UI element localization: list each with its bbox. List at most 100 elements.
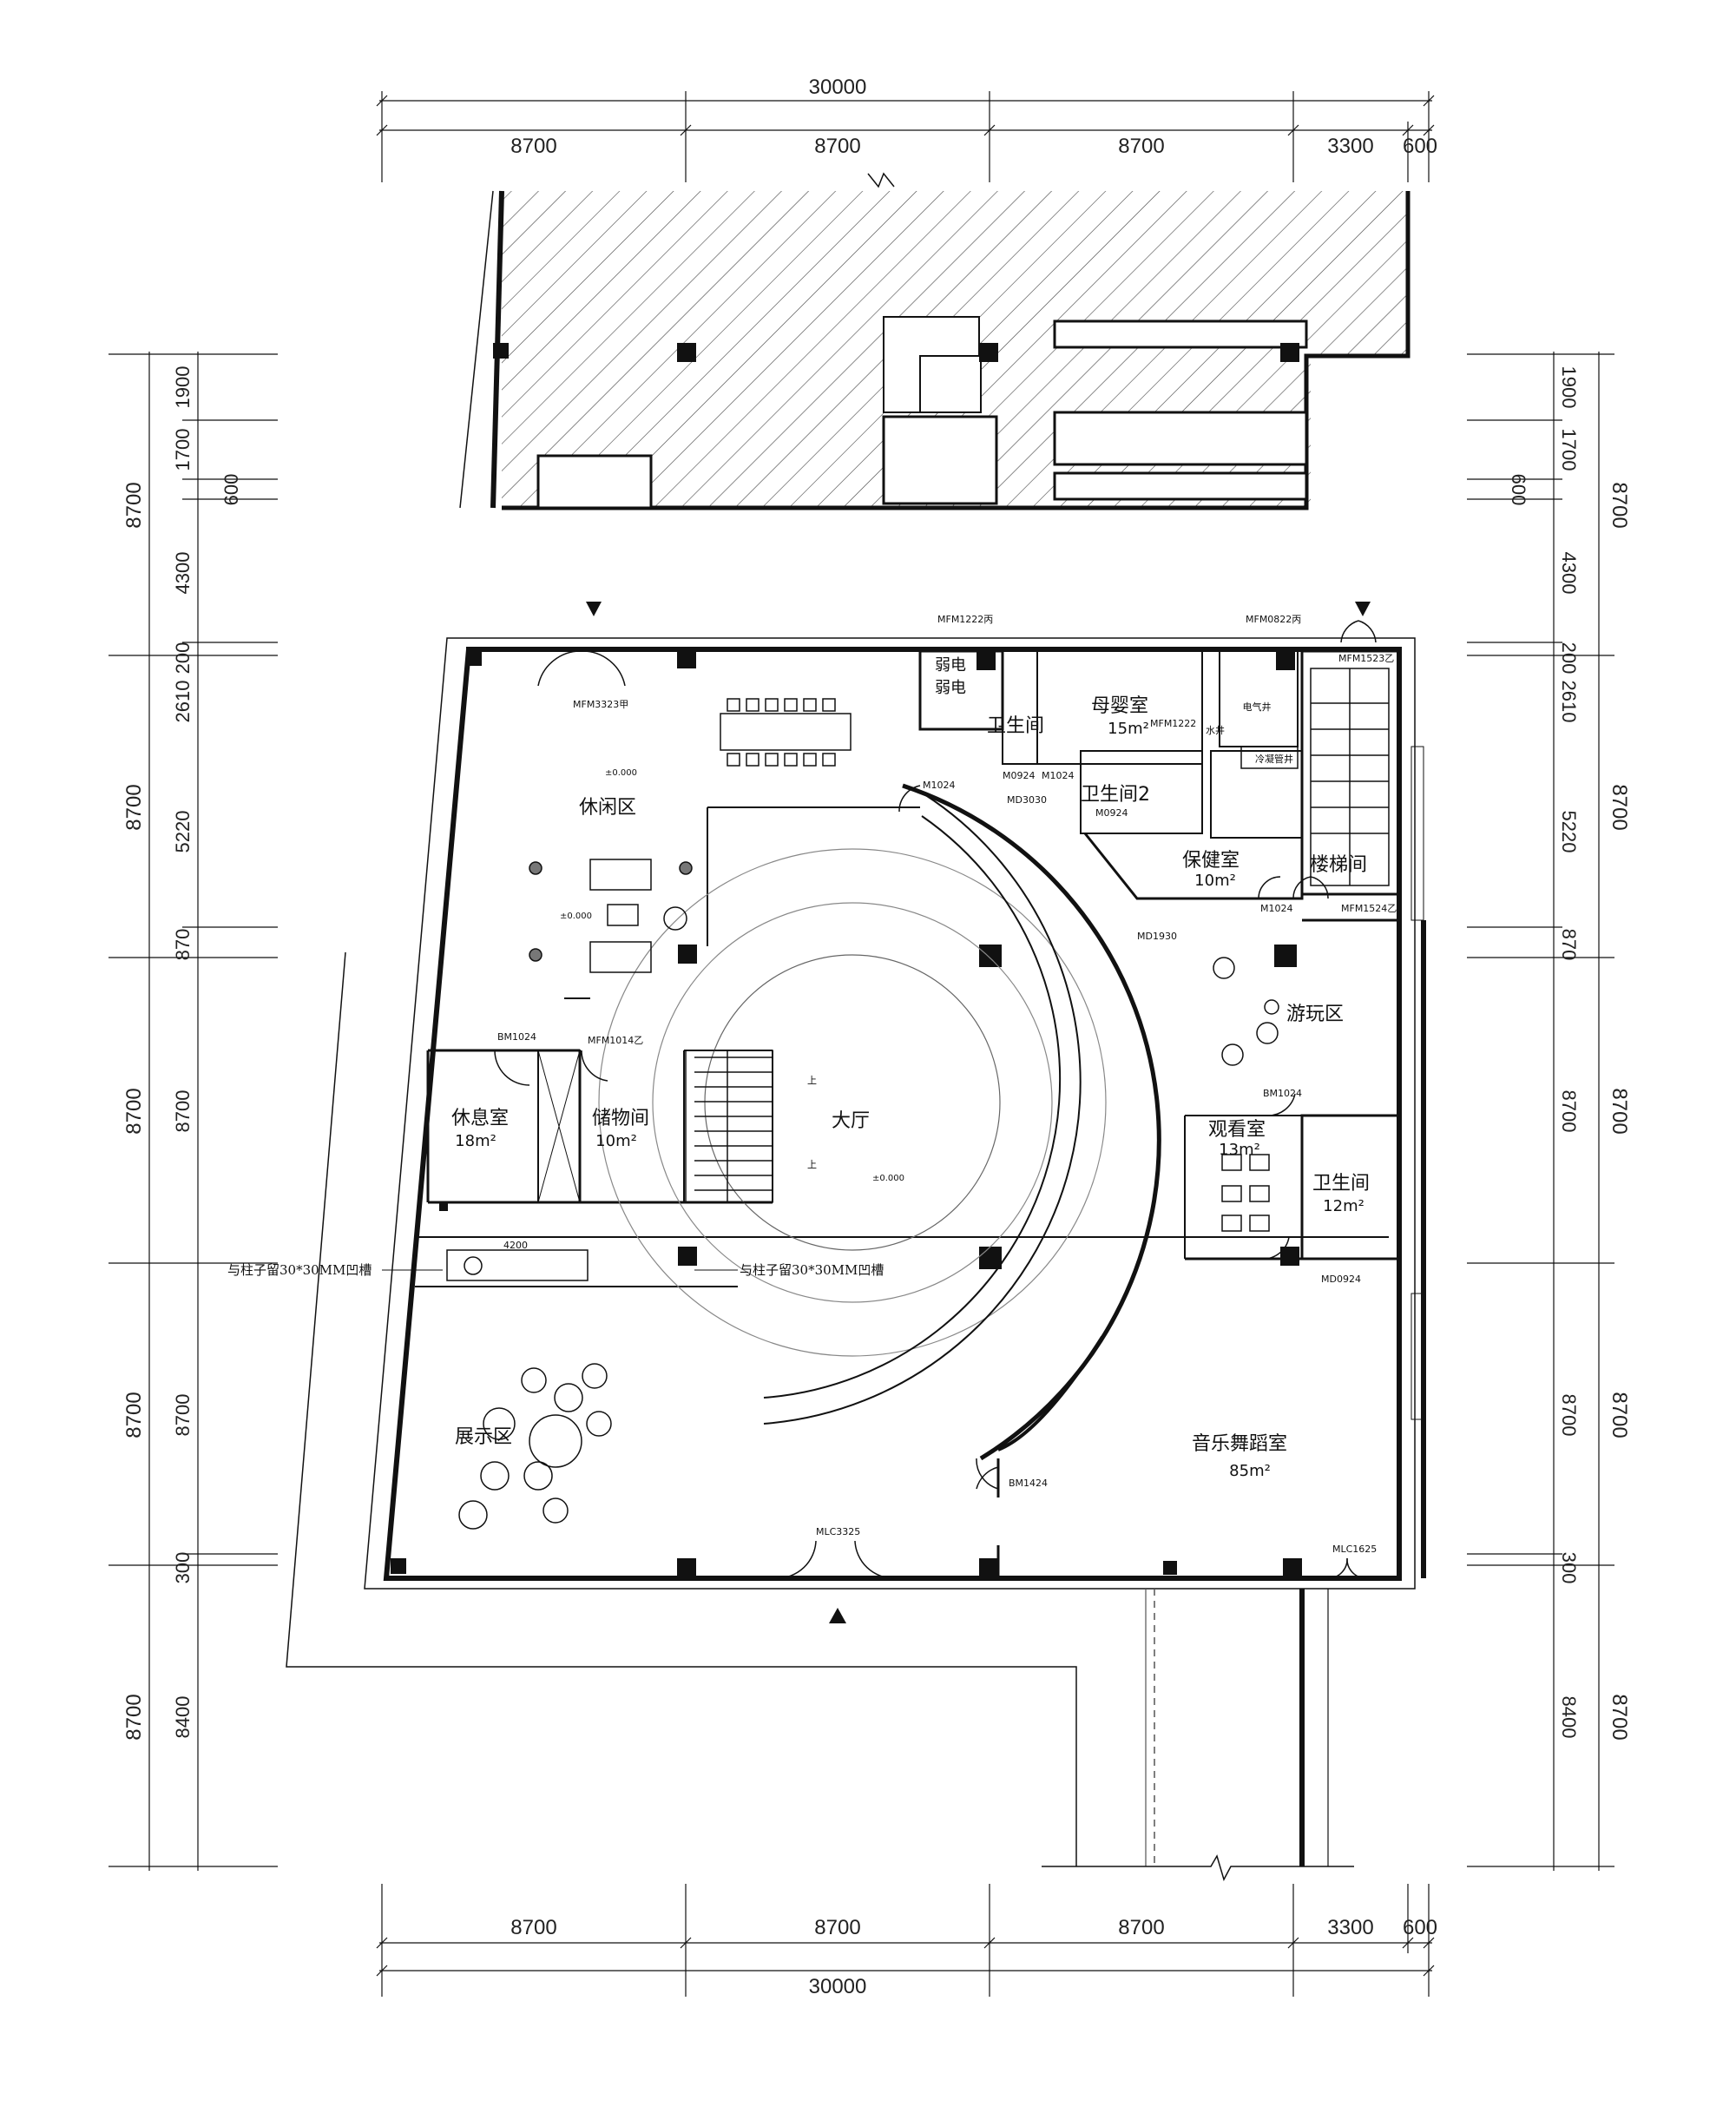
svg-text:MFM1222丙: MFM1222丙 xyxy=(937,614,993,625)
svg-text:1700: 1700 xyxy=(1558,429,1580,471)
svg-text:5220: 5220 xyxy=(1558,811,1580,853)
central-stairs xyxy=(685,1050,773,1203)
room-cold: 冷凝管井 xyxy=(1255,753,1293,765)
room-wc2: 卫生间2 xyxy=(1081,784,1150,806)
svg-text:MD3030: MD3030 xyxy=(1007,794,1047,806)
svg-text:8400: 8400 xyxy=(1558,1696,1580,1739)
left-inner-dims: 1900 1700 600 4300 200 2610 5220 870 870… xyxy=(172,366,242,1739)
room-rest: 休息室 xyxy=(451,1108,509,1129)
elevation-tag: ±0.000 xyxy=(872,1174,904,1183)
room-weak: 弱电 xyxy=(935,656,966,675)
svg-text:300: 300 xyxy=(172,1552,194,1584)
svg-text:4300: 4300 xyxy=(172,552,194,595)
room-stair: 楼梯间 xyxy=(1310,854,1367,876)
bottom-dim-5: 600 xyxy=(1403,1916,1437,1939)
room-watch-area: 13m² xyxy=(1219,1141,1260,1159)
down-triangle-marker xyxy=(586,602,602,616)
break-line-icon xyxy=(1042,1854,1354,1881)
svg-text:5220: 5220 xyxy=(172,811,194,853)
top-dim-2: 8700 xyxy=(814,135,860,158)
svg-text:BM1424: BM1424 xyxy=(1009,1478,1048,1489)
svg-text:200: 200 xyxy=(172,642,194,675)
room-rest-area: 18m² xyxy=(455,1132,496,1150)
svg-text:MLC3325: MLC3325 xyxy=(816,1526,860,1537)
svg-text:2610: 2610 xyxy=(172,681,194,723)
stair-up-label-2: 上 xyxy=(807,1159,817,1170)
svg-text:M1024: M1024 xyxy=(923,780,956,791)
door-tags: MFM3323甲 MFM1222丙 MFM0822丙 MFM1523乙 MFM1… xyxy=(497,614,1397,1555)
svg-text:MLC1625: MLC1625 xyxy=(1332,1544,1377,1555)
svg-text:MFM1523乙: MFM1523乙 xyxy=(1338,653,1394,664)
svg-text:8700: 8700 xyxy=(1608,1088,1631,1134)
svg-text:870: 870 xyxy=(1558,929,1580,961)
svg-text:BM1024: BM1024 xyxy=(497,1031,536,1043)
stair-up-label-1: 上 xyxy=(807,1075,817,1086)
svg-text:600: 600 xyxy=(1508,474,1529,506)
bottom-dim-1: 8700 xyxy=(510,1916,556,1939)
room-wc3-area: 12m² xyxy=(1323,1197,1364,1215)
room-hall: 大厅 xyxy=(832,1110,870,1132)
stair-room xyxy=(1310,668,1390,886)
svg-text:1900: 1900 xyxy=(172,366,194,409)
right-outer-dims: 8700 8700 8700 8700 8700 xyxy=(1608,482,1631,1740)
svg-text:8400: 8400 xyxy=(172,1696,194,1739)
room-music: 音乐舞蹈室 xyxy=(1192,1433,1287,1455)
left-outer-dims: 8700 8700 8700 8700 8700 xyxy=(122,482,146,1740)
svg-text:M1024: M1024 xyxy=(1042,770,1075,781)
doors xyxy=(494,620,1377,1579)
elevation-tag: ±0.000 xyxy=(605,768,637,778)
bottom-dim-3: 8700 xyxy=(1118,1916,1164,1939)
site-boundary xyxy=(286,951,1077,1866)
up-triangle-marker xyxy=(829,1608,846,1623)
room-watch: 观看室 xyxy=(1208,1119,1266,1141)
svg-text:M0924: M0924 xyxy=(1095,807,1128,819)
room-storage: 储物间 xyxy=(592,1108,649,1129)
svg-text:MFM0822丙: MFM0822丙 xyxy=(1246,614,1301,625)
room-weak-2: 弱电 xyxy=(935,679,966,697)
room-elec: 电气井 xyxy=(1243,701,1272,713)
svg-text:MFM1524乙: MFM1524乙 xyxy=(1341,903,1397,914)
room-labels: 休闲区 大厅 休息室 18m² 储物间 10m² 母婴室 15m² 卫生间 卫生… xyxy=(451,656,1370,1480)
svg-text:M1024: M1024 xyxy=(1260,903,1293,914)
room-mother: 母婴室 xyxy=(1091,695,1148,717)
svg-text:300: 300 xyxy=(1558,1552,1580,1584)
svg-text:MFM3323甲: MFM3323甲 xyxy=(573,699,628,710)
furniture xyxy=(446,698,1279,1530)
svg-text:8700: 8700 xyxy=(122,784,146,830)
structural-columns xyxy=(391,647,1302,1577)
svg-text:8700: 8700 xyxy=(122,1392,146,1438)
top-dim-1: 8700 xyxy=(510,135,556,158)
svg-text:BM1024: BM1024 xyxy=(1263,1088,1302,1099)
room-mother-area: 15m² xyxy=(1108,720,1149,738)
svg-text:MD1930: MD1930 xyxy=(1137,931,1177,942)
svg-text:870: 870 xyxy=(172,929,194,961)
svg-text:8700: 8700 xyxy=(122,1088,146,1134)
svg-text:2610: 2610 xyxy=(1558,681,1580,723)
top-dim-5: 600 xyxy=(1403,135,1437,158)
svg-text:8700: 8700 xyxy=(122,482,146,528)
bottom-dim-2: 8700 xyxy=(814,1916,860,1939)
svg-text:与柱子留30*30MM凹槽: 与柱子留30*30MM凹槽 xyxy=(227,1262,372,1278)
svg-text:8700: 8700 xyxy=(1608,482,1631,528)
left-dimension-lines xyxy=(108,352,278,1871)
svg-text:MFM1014乙: MFM1014乙 xyxy=(588,1035,643,1046)
room-play: 游玩区 xyxy=(1286,1004,1344,1025)
svg-text:200: 200 xyxy=(1558,642,1580,675)
svg-text:与柱子留30*30MM凹槽: 与柱子留30*30MM凹槽 xyxy=(740,1262,884,1278)
svg-text:1700: 1700 xyxy=(172,429,194,471)
room-wc1: 卫生间 xyxy=(987,715,1044,737)
annotation-notes: 与柱子留30*30MM凹槽 与柱子留30*30MM凹槽 4200 xyxy=(227,1240,884,1278)
svg-text:4200: 4200 xyxy=(503,1240,528,1251)
down-triangle-marker xyxy=(1355,602,1371,616)
bottom-dimension-lines xyxy=(376,1884,1435,1997)
svg-text:8700: 8700 xyxy=(1608,784,1631,830)
bottom-total-dim: 30000 xyxy=(809,1975,867,1998)
room-music-area: 85m² xyxy=(1229,1462,1271,1480)
upper-hatched-block xyxy=(459,172,1410,510)
top-total-dim: 30000 xyxy=(809,76,867,99)
svg-text:1900: 1900 xyxy=(1558,366,1580,409)
hall-arcs xyxy=(598,783,1161,1461)
svg-text:M0924: M0924 xyxy=(1003,770,1036,781)
top-dimension-lines xyxy=(376,91,1435,182)
